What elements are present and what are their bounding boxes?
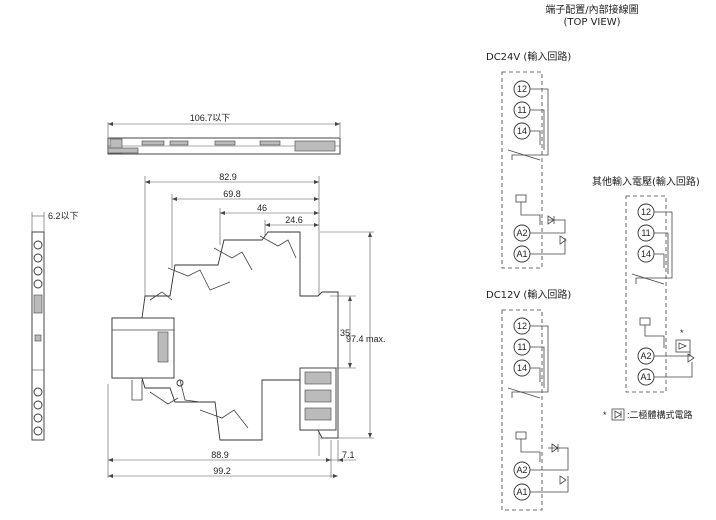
terminal-14: 14 <box>517 363 527 373</box>
top-view: 106.7以下 <box>107 113 341 155</box>
diagram-subtitle: (TOP VIEW) <box>564 17 621 28</box>
dim-88-9: 88.9 <box>211 450 229 460</box>
circuit-other-voltage: 其他輸入電壓(輸入回路) 12 11 14 A2 A1 * <box>592 175 700 393</box>
terminal-14: 14 <box>517 126 527 136</box>
circuit-dc12v: DC12V (輸入回路) 12 11 14 A2 A1 <box>486 288 571 511</box>
terminal-11: 11 <box>517 342 526 352</box>
terminal-a1: A1 <box>516 487 527 497</box>
circuit-title-other: 其他輸入電壓(輸入回路) <box>592 175 700 188</box>
circuit-dc24v: DC24V (輸入回路) 12 11 14 A2 A1 <box>486 50 571 269</box>
dim-82-9: 82.9 <box>219 172 237 182</box>
terminal-a1: A1 <box>516 249 527 259</box>
terminal-a2: A2 <box>516 465 527 475</box>
dim-99-2: 99.2 <box>213 466 231 476</box>
dim-top-width: 106.7以下 <box>190 113 231 123</box>
dim-24-6: 24.6 <box>285 215 303 225</box>
dim-7-1: 7.1 <box>342 450 355 460</box>
legend: * :二極體構式電路 <box>603 408 693 421</box>
circuit-title-dc24v: DC24V (輸入回路) <box>486 50 571 63</box>
terminal-11: 11 <box>517 105 526 115</box>
terminal-12: 12 <box>517 321 527 331</box>
dim-46: 46 <box>257 203 267 213</box>
legend-star: * <box>603 410 607 420</box>
dim-side-width: 6.2以下 <box>48 211 79 221</box>
diagram-title: 端子配置/內部接線圖 <box>545 3 638 16</box>
terminal-11: 11 <box>641 228 650 238</box>
side-view: 6.2以下 <box>31 211 79 441</box>
terminal-12: 12 <box>641 207 651 217</box>
dim-35: 35 <box>340 328 350 338</box>
terminal-14: 14 <box>641 249 651 259</box>
front-view: 82.9 69.8 46 24.6 <box>107 172 386 478</box>
circuit-title-dc12v: DC12V (輸入回路) <box>486 288 571 301</box>
dim-97-4: 97.4 max. <box>346 334 386 344</box>
terminal-a1: A1 <box>640 372 651 382</box>
dim-69-8: 69.8 <box>223 189 241 199</box>
terminal-a2: A2 <box>640 351 651 361</box>
terminal-a2: A2 <box>516 228 527 238</box>
diode-note-mark: * <box>680 328 684 338</box>
terminal-12: 12 <box>517 84 527 94</box>
legend-text: :二極體構式電路 <box>627 409 693 420</box>
